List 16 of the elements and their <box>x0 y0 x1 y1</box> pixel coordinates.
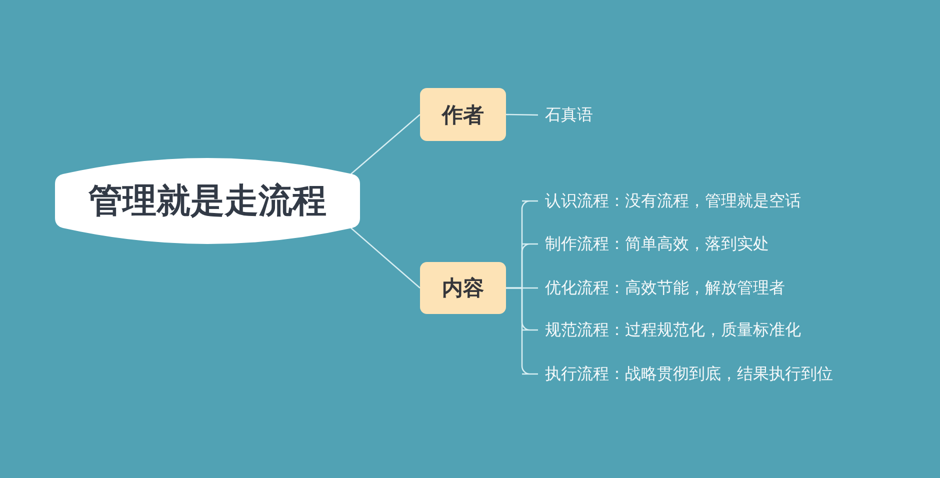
main-topic-box <box>420 262 506 314</box>
topic-text: 优化流程：高效节能，解放管理者 <box>538 276 785 300</box>
topic-label: 作者 <box>442 102 484 128</box>
connector-line <box>506 287 538 375</box>
central-topic-title: 管理就是走流程 <box>88 180 326 223</box>
topic-text: 制作流程：简单高效，落到实处 <box>538 232 769 256</box>
connector-line <box>350 228 420 288</box>
topic-text: 规范流程：过程规范化，质量标准化 <box>538 318 801 342</box>
connector-line <box>350 114 420 174</box>
topic-label: 内容 <box>442 275 484 302</box>
topic-text: 认识流程：没有流程，管理就是空话 <box>538 189 801 213</box>
main-topic-box <box>420 88 506 141</box>
connector-line <box>506 114 538 116</box>
topic-text: 执行流程：战略贯彻到底，结果执行到位 <box>538 362 833 386</box>
topic-text: 石真语 <box>538 103 593 127</box>
central-topic <box>55 157 360 245</box>
